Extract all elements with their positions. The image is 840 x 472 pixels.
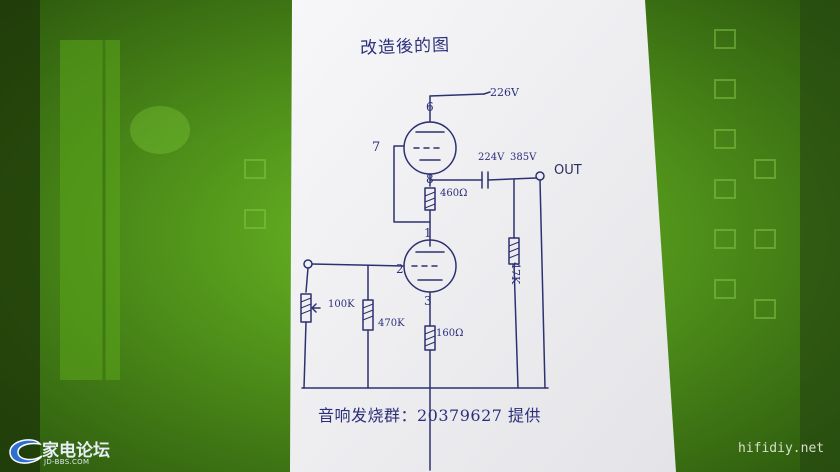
fabric-dark-edge-right <box>800 0 840 472</box>
resistor-460-label: 460Ω <box>440 188 468 199</box>
fabric-fold-left <box>60 40 120 380</box>
paper-sheet <box>290 0 676 472</box>
output-label: OUT <box>554 163 582 178</box>
fabric-dark-edge-left <box>0 0 40 472</box>
pin-6-label: 6 <box>426 100 434 114</box>
swoosh-icon <box>9 439 43 464</box>
pin-1-label: 1 <box>424 226 432 240</box>
forum-logo <box>9 439 43 464</box>
resistor-160-label: 160Ω <box>436 328 464 339</box>
pin-7-label: 7 <box>372 140 381 155</box>
logo-name: 家电论坛 <box>42 441 110 461</box>
out-voltage-label: 385V <box>510 152 537 163</box>
pin-3-label: 3 <box>424 294 432 308</box>
sketch-title: 改造後的图 <box>359 35 451 59</box>
circuit-drawing <box>300 91 549 471</box>
supply-voltage-label: 226V <box>490 86 519 99</box>
resistor-470k-label: 470K <box>378 318 405 329</box>
pin-2-label: 2 <box>396 262 404 276</box>
pin-8-label: 8 <box>426 172 434 186</box>
fabric-highlight <box>130 106 190 154</box>
resistor-47k-label: 47K <box>509 262 522 285</box>
site-watermark: hifidiy.net <box>738 441 825 456</box>
logo-url: JD-BBS.COM <box>44 458 90 466</box>
potentiometer-label: 100K <box>328 299 355 310</box>
credit-line: 音响发烧群：20379627 提供 <box>318 406 542 425</box>
fabric-print <box>244 29 776 319</box>
plate-voltage-label: 224V <box>478 152 505 163</box>
